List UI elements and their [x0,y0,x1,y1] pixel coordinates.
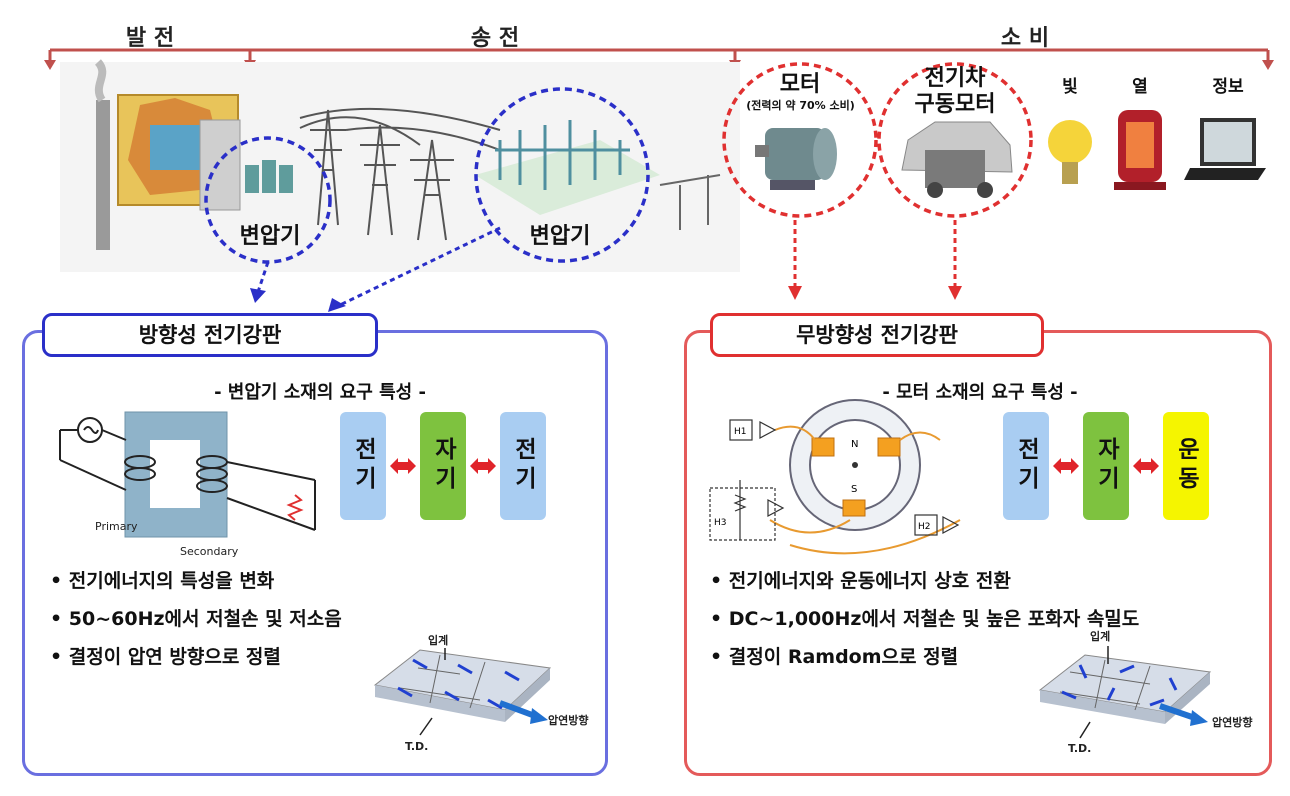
left-block-electric-2: 전기 [500,412,546,520]
motor-circle [722,62,878,218]
right-bullet-1: 전기에너지와 운동에너지 상호 전환 [710,562,1230,600]
motor-note: (전력의 약 70% 소비) [746,99,855,112]
ev-motor-label: 전기차 구동모터 [905,66,1005,118]
light-bulb-icon [1048,120,1092,184]
section-consumption: 소 비 [1000,26,1050,51]
section-transmission: 송 전 [470,26,520,51]
motor-icon [755,128,837,190]
substation-icon [475,120,660,215]
right-grain-boundary-label: 입계 [1090,630,1111,643]
left-bullets: 전기에너지의 특성을 변화 50~60Hz에서 저철손 및 저소음 결정이 압연… [50,562,470,676]
heater-icon [1114,110,1166,190]
svg-text:H2: H2 [918,522,931,532]
left-td-label: T.D. [405,740,429,753]
right-bullet-2: DC~1,000Hz에서 저철손 및 높은 포화자 속밀도 [710,600,1230,638]
right-block-motion: 운동 [1163,412,1209,520]
right-block-magnetic: 자기 [1083,412,1129,520]
non-oriented-title: 무방향성 전기강판 [710,313,1044,357]
right-td-label: T.D. [1068,742,1092,755]
ev-motor-circle [877,62,1033,218]
svg-text:N: N [851,439,858,450]
grain-oriented-title: 방향성 전기강판 [42,313,378,357]
left-bullet-1: 전기에너지의 특성을 변화 [50,562,470,600]
svg-text:S: S [851,484,857,495]
transformer-requirements-subtitle: - 변압기 소재의 요구 특성 - [214,382,426,403]
secondary-label: Secondary [180,545,239,558]
right-block-electric: 전기 [1003,412,1049,520]
utility-pole-icons [659,174,721,230]
transformer-circle-right [474,87,650,263]
left-bullet-3: 결정이 압연 방향으로 정렬 [50,638,470,676]
svg-text:H3: H3 [714,518,727,528]
heat-label: 열 [1132,77,1148,97]
transformer-label-left: 변압기 [239,224,301,249]
left-block-magnetic: 자기 [420,412,466,520]
section-generation: 발 전 [125,26,175,51]
info-label: 정보 [1212,77,1244,97]
right-bullet-3: 결정이 Ramdom으로 정렬 [710,638,1230,676]
primary-label: Primary [95,520,138,533]
ev-motor-label-line2: 구동모터 [914,92,996,117]
ev-motor-label-line1: 전기차 [924,66,986,91]
motor-requirements-subtitle: - 모터 소재의 요구 특성 - [882,382,1078,403]
small-transformer-icon [245,160,293,193]
left-block-electric-1: 전기 [340,412,386,520]
light-label: 빛 [1062,77,1078,97]
right-rd-label: 압연방향 [1212,716,1253,729]
left-grain-boundary-label: 입계 [428,634,449,647]
power-plant-icon [94,59,241,250]
left-rd-label: 압연방향 [548,714,589,727]
laptop-icon [1184,118,1266,180]
svg-text:H1: H1 [734,427,747,437]
transmission-tower-icons [299,107,501,241]
transformer-label-right: 변압기 [529,224,591,249]
right-bullets: 전기에너지와 운동에너지 상호 전환 DC~1,000Hz에서 저철손 및 높은… [710,562,1230,676]
motor-label: 모터 [779,72,821,97]
ev-motor-icon [901,121,1013,198]
left-bullet-2: 50~60Hz에서 저철손 및 저소음 [50,600,470,638]
